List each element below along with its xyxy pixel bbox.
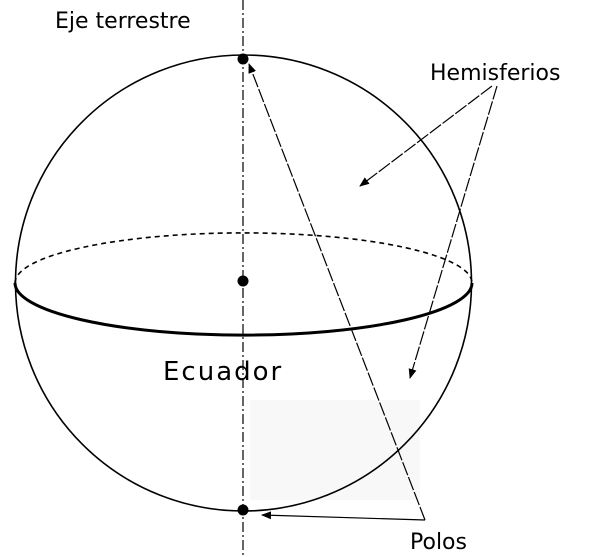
equator-front xyxy=(13,282,474,337)
hemispheres-label: Hemisferios xyxy=(430,61,560,86)
hemisphere-arrow-north xyxy=(359,85,493,187)
hemisphere-arrow-south xyxy=(408,85,498,379)
equator-back xyxy=(14,232,473,284)
south-pole xyxy=(237,504,249,516)
equator-label: Ecuador xyxy=(163,357,283,387)
north-pole xyxy=(237,53,249,65)
poles-arrow-south xyxy=(261,511,426,521)
axis-label: Eje terrestre xyxy=(55,9,191,34)
shading xyxy=(250,400,420,500)
poles-label: Polos xyxy=(410,530,467,555)
poles-arrow-north xyxy=(248,63,426,521)
center-point xyxy=(237,275,249,287)
